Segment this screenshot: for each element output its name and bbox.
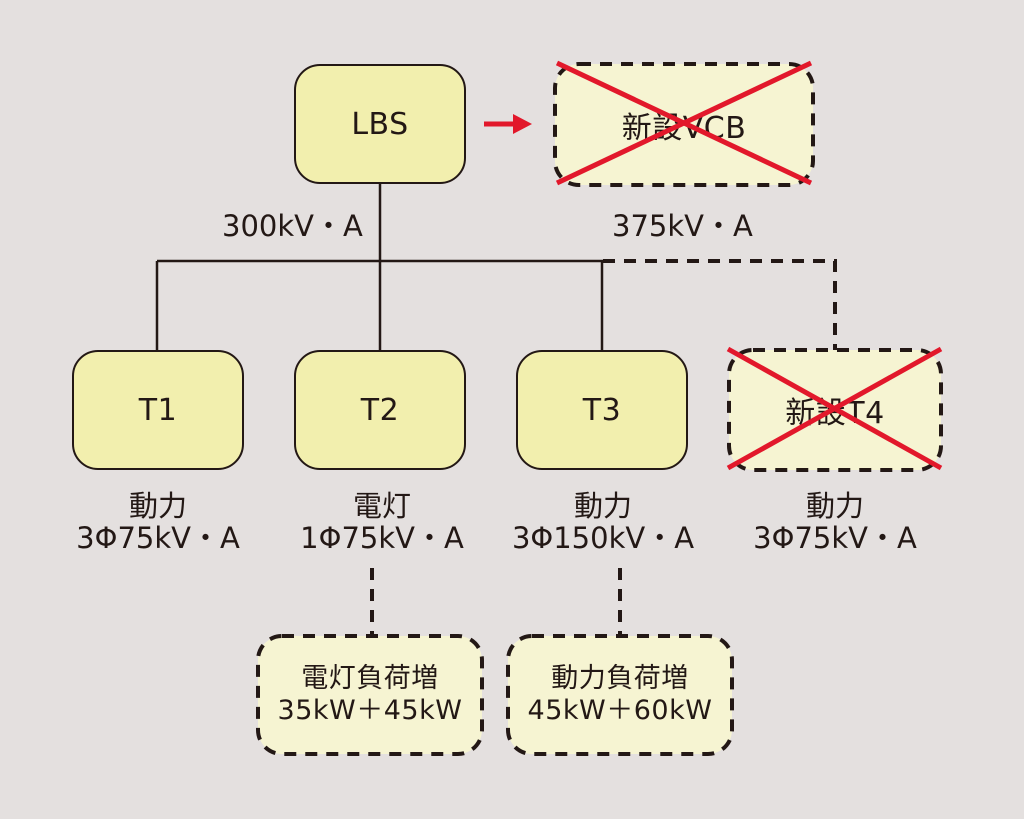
t3-box: T3 bbox=[516, 350, 688, 470]
vcb-capacity: 375kV・A bbox=[612, 209, 753, 243]
t2-caption: 電灯 1Φ75kV・A bbox=[282, 490, 482, 554]
vcb-box: 新設VCB bbox=[555, 64, 813, 185]
t1-type: 動力 bbox=[128, 489, 187, 523]
t4-caption: 動力 3Φ75kV・A bbox=[735, 490, 935, 554]
t2-box: T2 bbox=[294, 350, 466, 470]
t1-rating: 3Φ75kV・A bbox=[76, 521, 240, 555]
lbs-capacity: 300kV・A bbox=[222, 209, 363, 243]
t3-label: T3 bbox=[582, 392, 622, 428]
t3-caption: 動力 3Φ150kV・A bbox=[493, 490, 713, 554]
t3-rating: 3Φ150kV・A bbox=[511, 521, 695, 555]
load1-border bbox=[256, 634, 484, 756]
load-power-box: 動力負荷増 45kW＋60kW bbox=[508, 636, 732, 754]
load-lighting-box: 電灯負荷増 35kW＋45kW bbox=[258, 636, 482, 754]
arrow-head bbox=[513, 114, 532, 134]
t2-type: 電灯 bbox=[352, 489, 411, 523]
t4-label: 新設T4 bbox=[785, 396, 885, 431]
load-power-value: 45kW＋60kW bbox=[527, 695, 713, 726]
t2-label: T2 bbox=[360, 392, 400, 428]
load-lighting-title: 電灯負荷増 bbox=[301, 663, 439, 694]
load2-border bbox=[506, 634, 734, 756]
load-power-title: 動力負荷増 bbox=[551, 663, 689, 694]
t4-box: 新設T4 bbox=[729, 350, 941, 470]
load-lighting-value: 35kW＋45kW bbox=[277, 695, 463, 726]
vcb-label: 新設VCB bbox=[621, 110, 747, 146]
lbs-label: LBS bbox=[351, 106, 409, 142]
t4-rating: 3Φ75kV・A bbox=[753, 521, 917, 555]
t4-dashed-feeder bbox=[603, 259, 837, 350]
t2-rating: 1Φ75kV・A bbox=[300, 521, 464, 555]
t1-caption: 動力 3Φ75kV・A bbox=[58, 490, 258, 554]
t4-type: 動力 bbox=[805, 489, 864, 523]
t1-label: T1 bbox=[138, 392, 178, 428]
t1-box: T1 bbox=[72, 350, 244, 470]
t3-type: 動力 bbox=[573, 489, 632, 523]
lbs-box: LBS bbox=[294, 64, 466, 184]
